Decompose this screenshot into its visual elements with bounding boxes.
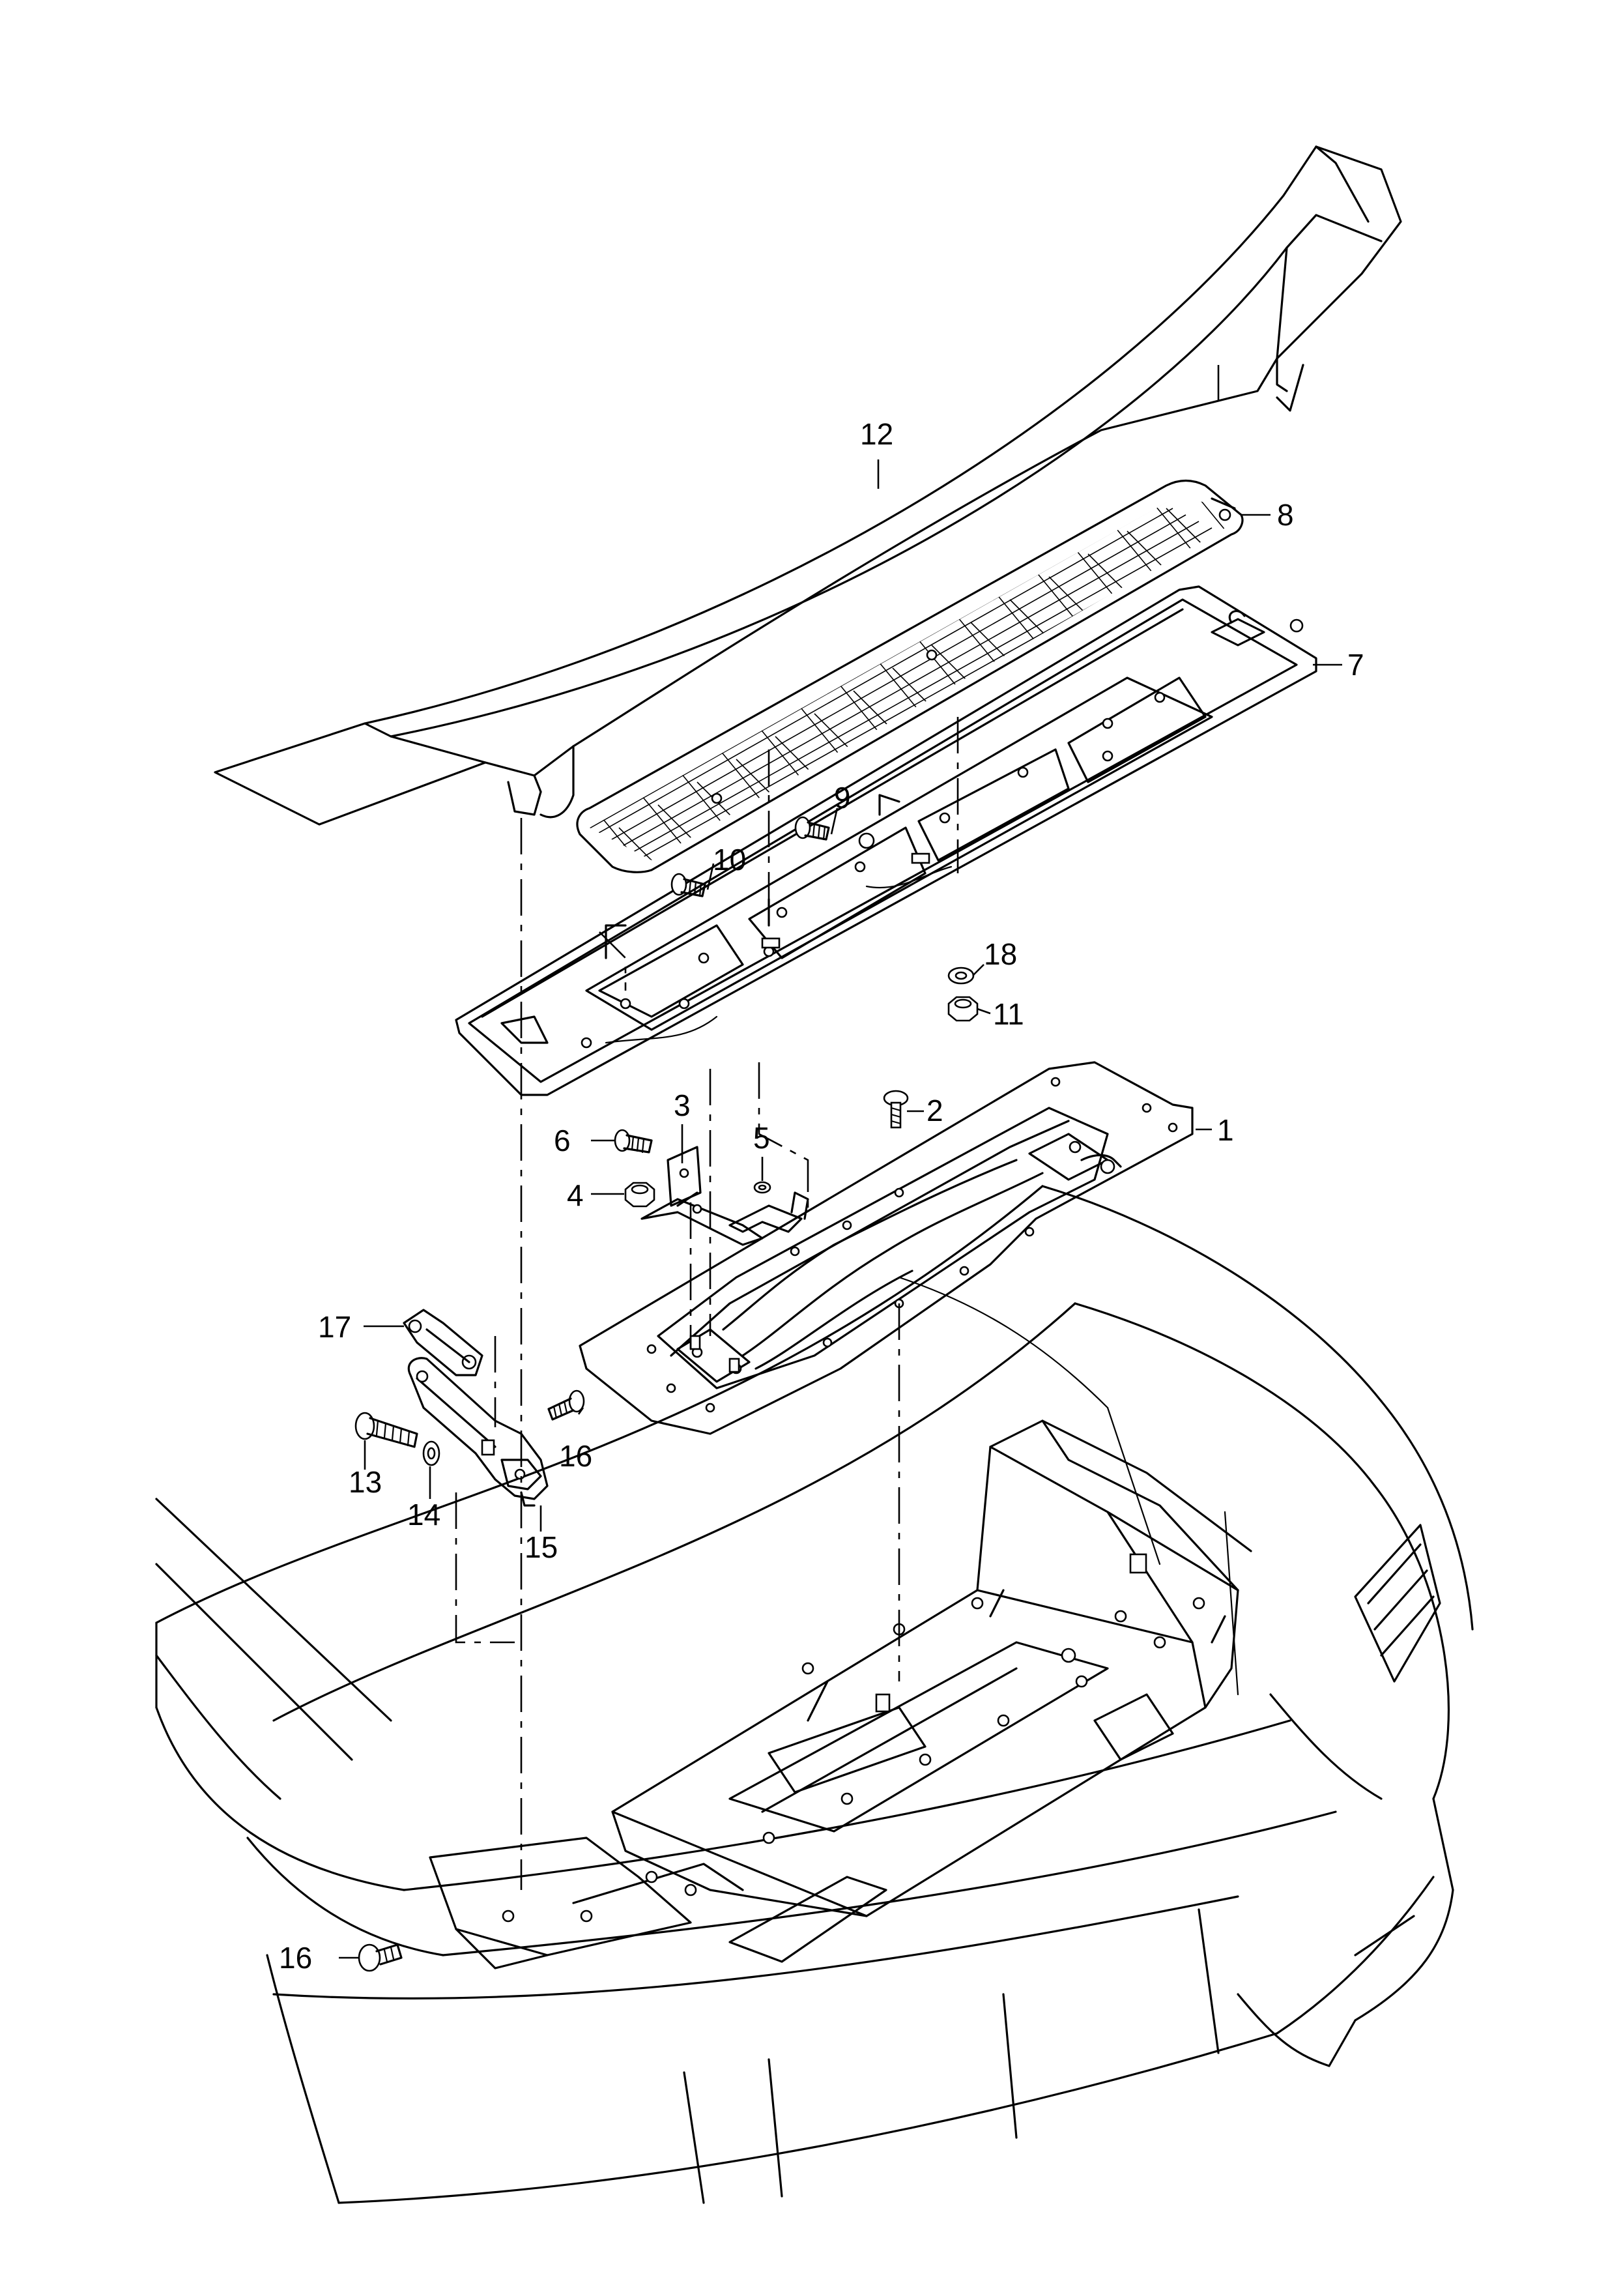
- callout-1: 1: [1217, 1113, 1234, 1147]
- assembly-lines: [455, 365, 1220, 1890]
- callout-2: 2: [926, 1094, 943, 1127]
- callout-16-lower: 16: [279, 1941, 312, 1975]
- callout-3: 3: [674, 1088, 691, 1122]
- callout-17: 17: [318, 1310, 351, 1344]
- callout-9: 9: [834, 781, 851, 815]
- part-3-bracket: [640, 1146, 764, 1246]
- callout-15: 15: [524, 1530, 558, 1564]
- part-7-spoiler-carrier: [455, 585, 1317, 1096]
- part-18-washer: [947, 966, 975, 985]
- chassis-frame: [429, 1419, 1252, 1969]
- part-14-washer: [422, 1440, 440, 1466]
- callout-10: 10: [713, 843, 746, 877]
- callout-12: 12: [860, 417, 893, 451]
- callout-18: 18: [984, 937, 1017, 971]
- part-10-bolt: [670, 873, 706, 897]
- part-1-cross-member: [579, 1061, 1194, 1435]
- part-2-bolt: [883, 1090, 909, 1129]
- part-13-bolt: [354, 1412, 418, 1448]
- part-17-clip: [403, 1309, 483, 1376]
- part-15-hinge: [407, 1357, 549, 1507]
- callout-6: 6: [554, 1124, 571, 1157]
- grille-mesh-pattern: [590, 495, 1232, 860]
- part-12-rear-spoiler: [214, 145, 1402, 826]
- part-4-nut: [624, 1182, 655, 1208]
- callout-14: 14: [407, 1498, 440, 1532]
- part-11-nut: [947, 996, 979, 1022]
- car-body-outline: [155, 1185, 1474, 2204]
- callout-11: 11: [993, 997, 1024, 1031]
- part-9-bolt: [794, 816, 830, 841]
- part-16-bolt-upper: [547, 1389, 585, 1421]
- callout-16-upper: 16: [559, 1439, 592, 1473]
- callout-7: 7: [1347, 648, 1364, 682]
- callout-4: 4: [567, 1178, 584, 1212]
- callout-labels: 12 8 7 9 10 18 11 2 1 3 5 6 4 17 16 13 1…: [279, 417, 1364, 1975]
- part-16-bolt-lower: [358, 1943, 403, 1972]
- part-6-bolt: [614, 1129, 653, 1154]
- part-5-bracket: [728, 1181, 809, 1233]
- callout-8: 8: [1277, 498, 1294, 532]
- callout-13: 13: [349, 1465, 382, 1499]
- callout-5: 5: [753, 1121, 770, 1155]
- leader-lines: [339, 459, 1342, 1959]
